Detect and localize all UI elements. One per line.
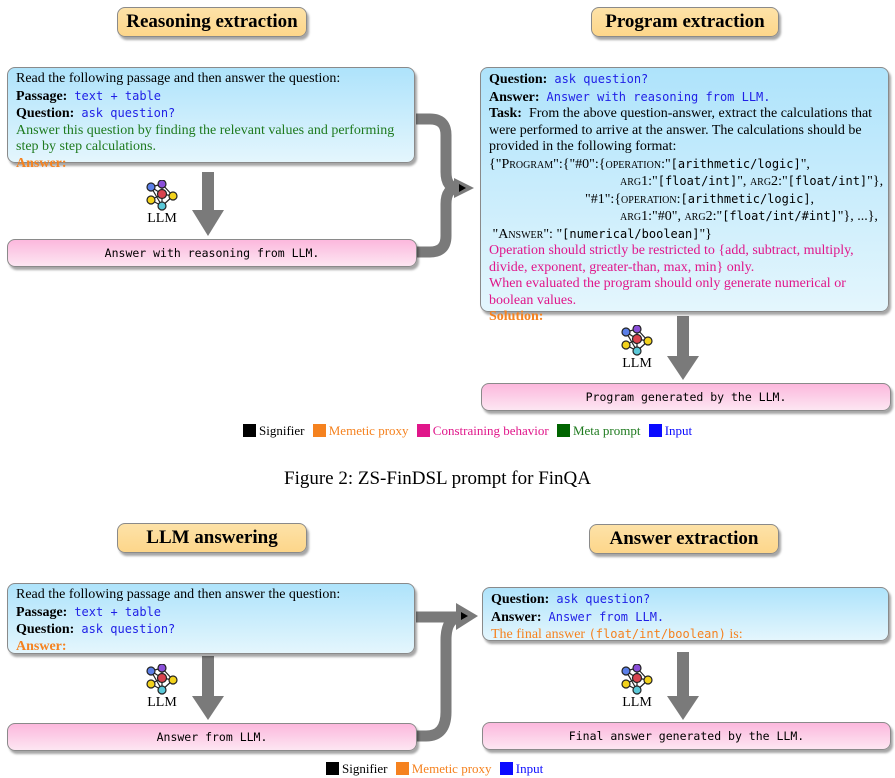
question-value: ask question? [556,592,651,606]
llm-icon-program: LLM [617,325,657,377]
legend-swatch-meta-prompt [556,424,570,437]
figure2-legend: Signifier Memetic proxy Constraining beh… [238,423,692,439]
llm-label: LLM [622,356,652,371]
extraction-output-box: Final answer generated by the LLM. [482,722,891,750]
llm-icon-extraction: LLM [617,664,657,716]
question-value: ask question? [81,622,176,636]
legend-swatch-signifier [243,424,256,437]
j-connector [416,611,463,742]
down-arrow-reasoning [192,172,224,236]
figure-caption: Figure 2: ZS-FinDSL prompt for FinQA [284,468,591,489]
legend-item: Memetic proxy [308,423,409,438]
legend-item: Signifier [321,761,388,776]
program-prompt-box: Question: ask question? Answer: Answer w… [480,67,889,324]
task-line-1: From the above question-answer, extract … [528,106,873,121]
constraint-line-1: Operation should strictly be restricted … [489,243,854,258]
legend-item: Signifier [238,423,305,438]
program-output-box: Program generated by the LLM. [481,383,891,411]
format-line-4: arg1:"#0", arg2:"[float/int/#int]"}, ...… [620,209,878,224]
neural-network-icon [621,325,653,356]
question-label: Question: [16,622,75,637]
constraint-line-2: divide, exponent, greater-than, max, min… [489,259,755,275]
llm-label: LLM [147,695,177,710]
legend-item: Constraining behavior [412,423,549,438]
neural-network-icon [146,664,178,695]
question-label: Question: [491,592,550,607]
answering-prompt-box: Read the following passage and then answ… [7,583,415,654]
llm-label: LLM [622,695,652,710]
figure3-legend: Signifier Memetic proxy Input [321,761,543,777]
constraint-line-4: boolean values. [489,292,577,308]
question-value: ask question? [81,106,176,120]
final-answer-instruction: The final answer (float/int/boolean) is: [491,627,743,642]
legend-item: Memetic proxy [391,761,492,776]
prompt-intro: Read the following passage and then answ… [16,71,341,86]
task-label: Task: [489,106,522,121]
reasoning-output-box: Answer with reasoning from LLM. [7,239,417,267]
passage-value: text + table [74,604,162,619]
neural-network-icon [146,180,178,211]
question-label: Question: [16,106,75,121]
legend-item: Meta prompt [552,423,640,438]
legend-swatch-input [499,762,513,775]
answer-label: Answer: [489,89,540,105]
meta-prompt-line-2: step by step calculations. [16,139,156,154]
answering-output-box: Answer from LLM. [7,723,417,751]
legend-item: Input [495,761,543,776]
llm-answering-title: LLM answering [117,523,307,553]
format-line-5: "Answer": "[numerical/boolean]"} [489,226,712,242]
answer-extraction-title: Answer extraction [589,524,779,554]
legend-swatch-signifier [326,762,339,775]
passage-label: Passage: [16,88,68,104]
answer-label: Answer: [16,155,67,171]
answer-value: Answer from LLM. [548,609,665,624]
task-line-3: provided in the following format: [489,139,677,154]
llm-label: LLM [147,211,177,226]
legend-swatch-memetic-proxy [395,762,409,775]
question-label: Question: [489,72,548,87]
llm-icon-reasoning: LLM [142,180,182,232]
neural-network-icon [621,664,653,695]
legend-swatch-memetic-proxy [312,424,326,437]
meta-prompt-line-1: Answer this question by finding the rele… [16,122,395,138]
extraction-prompt-box: Question: ask question? Answer: Answer f… [482,587,889,642]
answer-value: Answer with reasoning from LLM. [546,89,771,104]
prompt-intro: Read the following passage and then answ… [16,587,341,602]
reasoning-prompt-box: Read the following passage and then answ… [7,67,415,171]
answer-label: Answer: [491,609,542,625]
answer-label: Answer: [16,638,67,654]
solution-label: Solution: [489,309,544,324]
down-arrow-extraction [667,652,699,720]
brace-connector [416,113,459,258]
format-line-3: "#1":{operation:[arithmetic/logic], [585,191,815,207]
format-line-2: arg1:"[float/int]", arg2:"[float/int]"}, [620,174,884,189]
reasoning-extraction-title: Reasoning extraction [117,7,307,37]
llm-icon-answering: LLM [142,664,182,716]
question-value: ask question? [554,72,649,86]
legend-swatch-input [648,424,662,437]
down-arrow-program [667,316,699,380]
task-line-2: were performed to arrive at the answer. … [489,122,862,138]
passage-value: text + table [74,88,162,103]
program-extraction-title: Program extraction [591,7,779,37]
passage-label: Passage: [16,604,68,620]
legend-item: Input [644,423,692,438]
down-arrow-answering [192,656,224,720]
format-line-1: {"Program":{"#0":{operation:"[arithmetic… [489,156,810,172]
legend-swatch-constraining-behavior [416,424,430,437]
constraint-line-3: When evaluated the program should only g… [489,276,846,291]
